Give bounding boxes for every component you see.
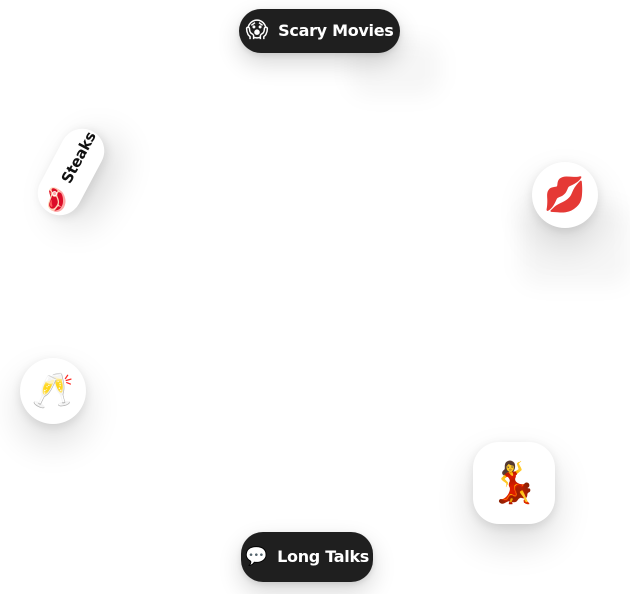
chip-cheers[interactable]: 🥂 (20, 358, 86, 424)
speech-bubble-icon: 💬 (244, 546, 268, 567)
chip-long-talks[interactable]: 💬 Long Talks (241, 532, 373, 582)
kiss-mark-icon: 💋 (543, 175, 587, 215)
clinking-glasses-icon: 🥂 (31, 371, 75, 411)
chip-label: Steaks (57, 128, 100, 187)
chip-scary-movies[interactable]: 😱 Scary Movies (239, 9, 400, 53)
dancer-icon: 💃 (489, 460, 539, 506)
scream-face-icon: 😱 (245, 18, 269, 43)
chip-kiss[interactable]: 💋 (532, 162, 598, 228)
chip-label: Long Talks (277, 547, 370, 566)
chip-label: Scary Movies (278, 21, 394, 40)
chip-dancer[interactable]: 💃 (473, 442, 555, 524)
chip-steaks[interactable]: 🥩 Steaks (29, 121, 113, 223)
steak-icon: 🥩 (39, 183, 73, 217)
